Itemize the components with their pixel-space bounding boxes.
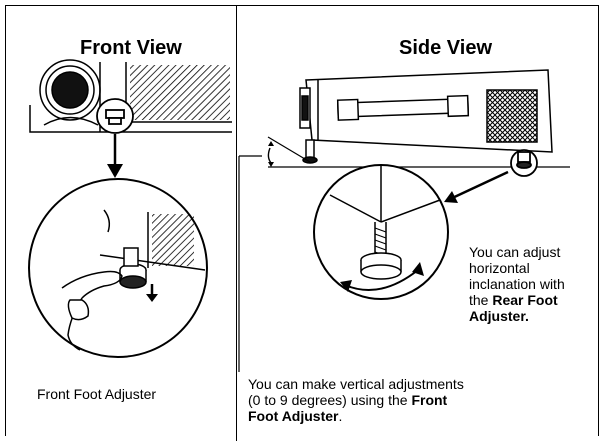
rear-note-line5-bold: Adjuster. [469, 308, 529, 324]
front-note-line2: (0 to 9 degrees) using the Front [248, 392, 548, 408]
side-view-title: Side View [399, 37, 493, 59]
panel-divider [236, 5, 237, 441]
front-view-title: Front View [80, 37, 182, 59]
rear-note-line4: the Rear Foot [469, 292, 599, 308]
rear-note-line4-text: the [469, 292, 493, 308]
front-foot-note: You can make vertical adjustments (0 to … [248, 376, 548, 424]
rear-note-line3: inclanation with [469, 276, 565, 292]
front-note-line1: You can make vertical adjustments [248, 376, 464, 392]
front-note-line3-bold: Foot Adjuster [248, 408, 339, 424]
front-note-leader [238, 155, 262, 372]
front-note-line2-bold: Front [411, 392, 448, 408]
projector-front-illustration [29, 59, 232, 133]
rear-note-line5: Adjuster. [469, 308, 599, 324]
front-note-line2-text: (0 to 9 degrees) using the [248, 392, 412, 408]
rear-foot-note: You can adjust horizontal inclanation wi… [469, 244, 599, 324]
rear-note-line4-bold: Rear Foot [492, 292, 558, 308]
front-note-line3: Foot Adjuster. [248, 408, 548, 424]
rear-note-line1: You can adjust [469, 244, 561, 260]
front-arrow [107, 134, 123, 178]
front-foot-highlight [96, 98, 134, 134]
front-note-line3-text: . [338, 408, 343, 424]
front-foot-adjuster-caption: Front Foot Adjuster [37, 386, 157, 402]
figure-frame [5, 5, 599, 436]
rear-foot-detail-illustration [313, 164, 449, 300]
rear-note-line2: horizontal [469, 260, 530, 276]
rear-foot-highlight [510, 149, 538, 177]
projector-side-illustration [299, 69, 553, 164]
rear-arrow [444, 170, 509, 203]
front-foot-detail-illustration [28, 178, 208, 358]
